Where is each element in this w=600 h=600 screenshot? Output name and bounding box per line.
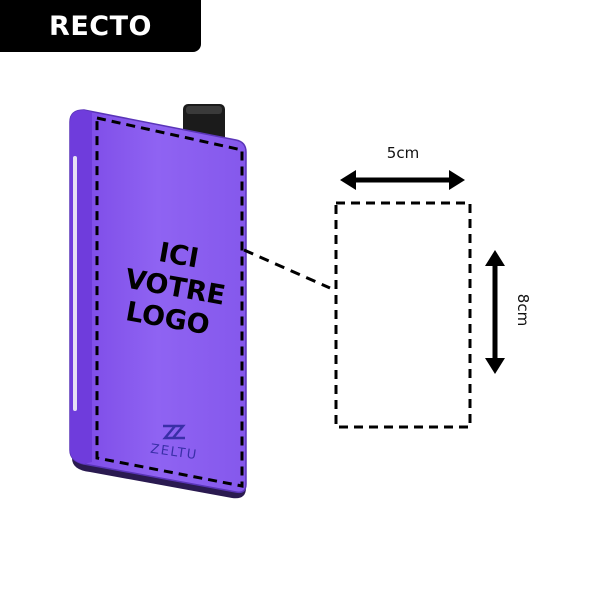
- height-label: 8cm: [514, 294, 532, 326]
- width-dimension: 5cm: [340, 144, 465, 190]
- connector-line: [243, 248, 331, 290]
- arrow-right-icon: [449, 170, 465, 190]
- brand-icon: [162, 424, 186, 440]
- logo-placeholder: ICI VOTRE LOGO: [123, 237, 228, 341]
- arrow-down-icon: [485, 358, 505, 374]
- brand-logo: ZELTU: [149, 424, 199, 463]
- recto-label: RECTO: [49, 10, 152, 42]
- led-strip: [73, 156, 77, 411]
- arrow-left-icon: [340, 170, 356, 190]
- recto-badge: RECTO: [0, 0, 201, 52]
- device-print-area: [95, 116, 244, 488]
- logo-line-1: ICI: [156, 237, 201, 274]
- arrow-up-icon: [485, 250, 505, 266]
- width-label: 5cm: [387, 144, 419, 162]
- brand-name: ZELTU: [149, 442, 198, 463]
- height-dimension: 8cm: [485, 250, 532, 374]
- print-area-box: [334, 201, 472, 429]
